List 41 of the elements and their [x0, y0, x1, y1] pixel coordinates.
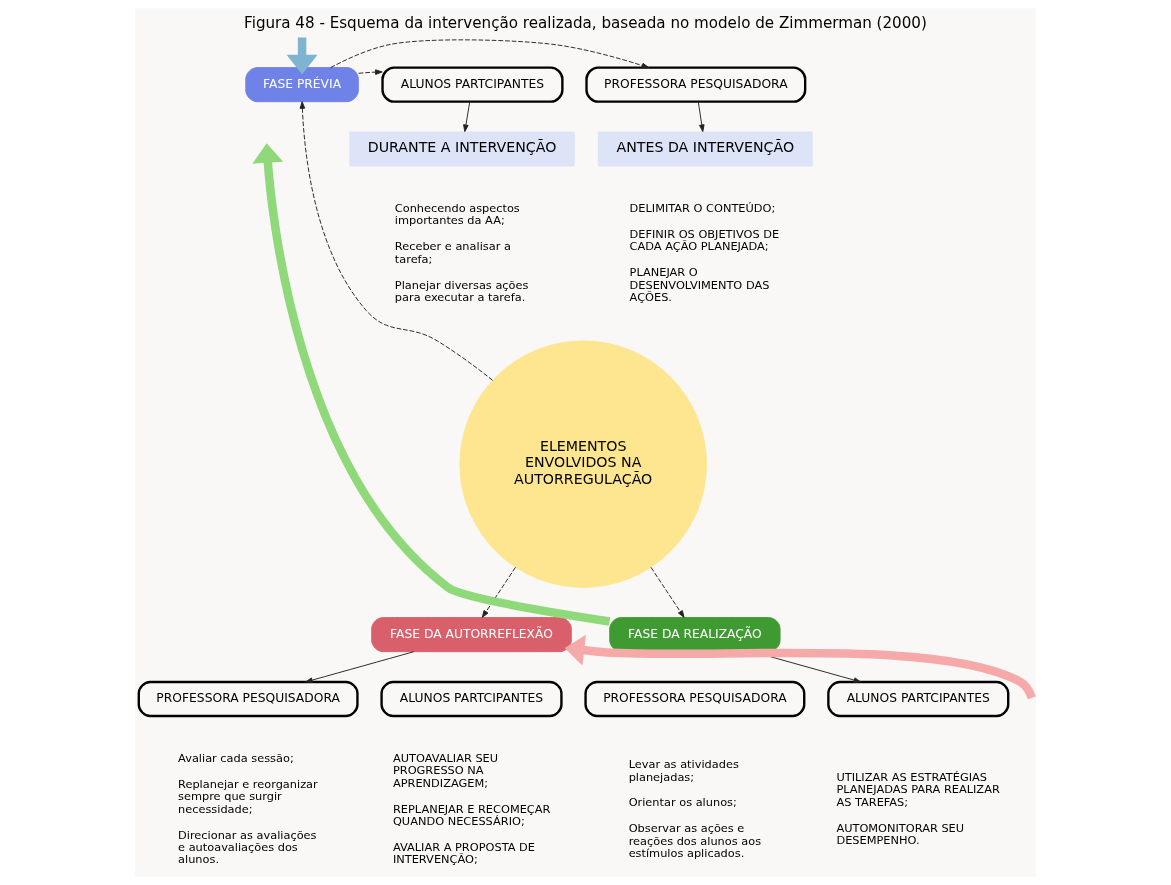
node-label: AUTOAVALIAR SEU PROGRESSO NA APRENDIZAGEM;: [392, 751, 499, 790]
arrow: [463, 101, 471, 133]
arrow: [330, 39, 650, 69]
node-label: AVALIAR A PROPOSTA DE INTERVENÇÃO;: [392, 839, 535, 867]
node-box: ALUNOS PARTCIPANTES: [381, 66, 564, 103]
node-box: PROFESSORA PESQUISADORA: [584, 680, 806, 718]
node-label: PLANEJAR O DESENVOLVIMENTO DAS AÇÕES.: [629, 265, 770, 304]
node-box: FASE DA AUTORREFLEXÃO: [371, 617, 572, 653]
node-label: Conhecendo aspectos importantes da AA;: [394, 201, 520, 228]
node-box: PROFESSORA PESQUISADORA: [585, 66, 807, 103]
node-label: DEFINIR OS OBJETIVOS DE CADA AÇÃO PLANEJADA;: [629, 226, 780, 254]
node-box: ALUNOS PARTCIPANTES: [380, 680, 563, 718]
node-box: FASE DA REALIZAÇÃO: [609, 617, 781, 653]
node-box: FASE PRÉVIA: [245, 67, 359, 103]
arrow: [305, 651, 415, 683]
arrow: [286, 37, 318, 75]
arrow: [299, 101, 494, 381]
node-circle: ELEMENTOS ENVOLVIDOS NA AUTORREGULAÇÃO: [459, 340, 707, 588]
node-label: Replanejar e reorganizar sempre que surgir necessidade;: [178, 776, 318, 816]
node-label: UTILIZAR AS ESTRATÉGIAS PLANEJADAS PARA REALIZAR AS TAREFAS;: [836, 770, 1000, 809]
node-box: PROFESSORA PESQUISADORA: [137, 680, 359, 718]
node-box: ANTES DA INTERVENÇÃO: [597, 131, 813, 167]
arrow: [358, 69, 383, 75]
node-label: Planejar diversas ações para executar a tarefa.: [394, 277, 529, 304]
arrow: [564, 634, 1036, 700]
node-label: Direcionar as avaliações e autoavaliações dos alunos.: [178, 827, 317, 867]
node-box: DURANTE A INTERVENÇÃO: [349, 131, 575, 167]
node-label: Observar as ações e reações dos alunos aos estímulos aplicados.: [628, 821, 762, 860]
node-box: ALUNOS PARTCIPANTES: [827, 680, 1010, 718]
node-label: Levar as atividades planejadas;: [628, 757, 739, 784]
arrow: [481, 566, 516, 618]
diagram-title: Figura 48 - Esquema da intervenção realizada, baseada no modelo de Zimmerman (2000): [244, 13, 927, 32]
arrow: [252, 143, 611, 626]
arrow: [650, 566, 685, 618]
node-label: DELIMITAR O CONTEÚDO;: [629, 201, 776, 216]
node-label: Receber e analisar a tarefa;: [394, 239, 511, 266]
node-label: Orientar os alunos;: [628, 795, 737, 810]
node-label: Avaliar cada sessão;: [178, 751, 294, 766]
node-label: REPLANEJAR E RECOMEÇAR QUANDO NECESSÁRIO;: [392, 801, 551, 828]
arrow: [697, 101, 705, 133]
node-label: AUTOMONITORAR SEU DESEMPENHO.: [836, 820, 965, 848]
